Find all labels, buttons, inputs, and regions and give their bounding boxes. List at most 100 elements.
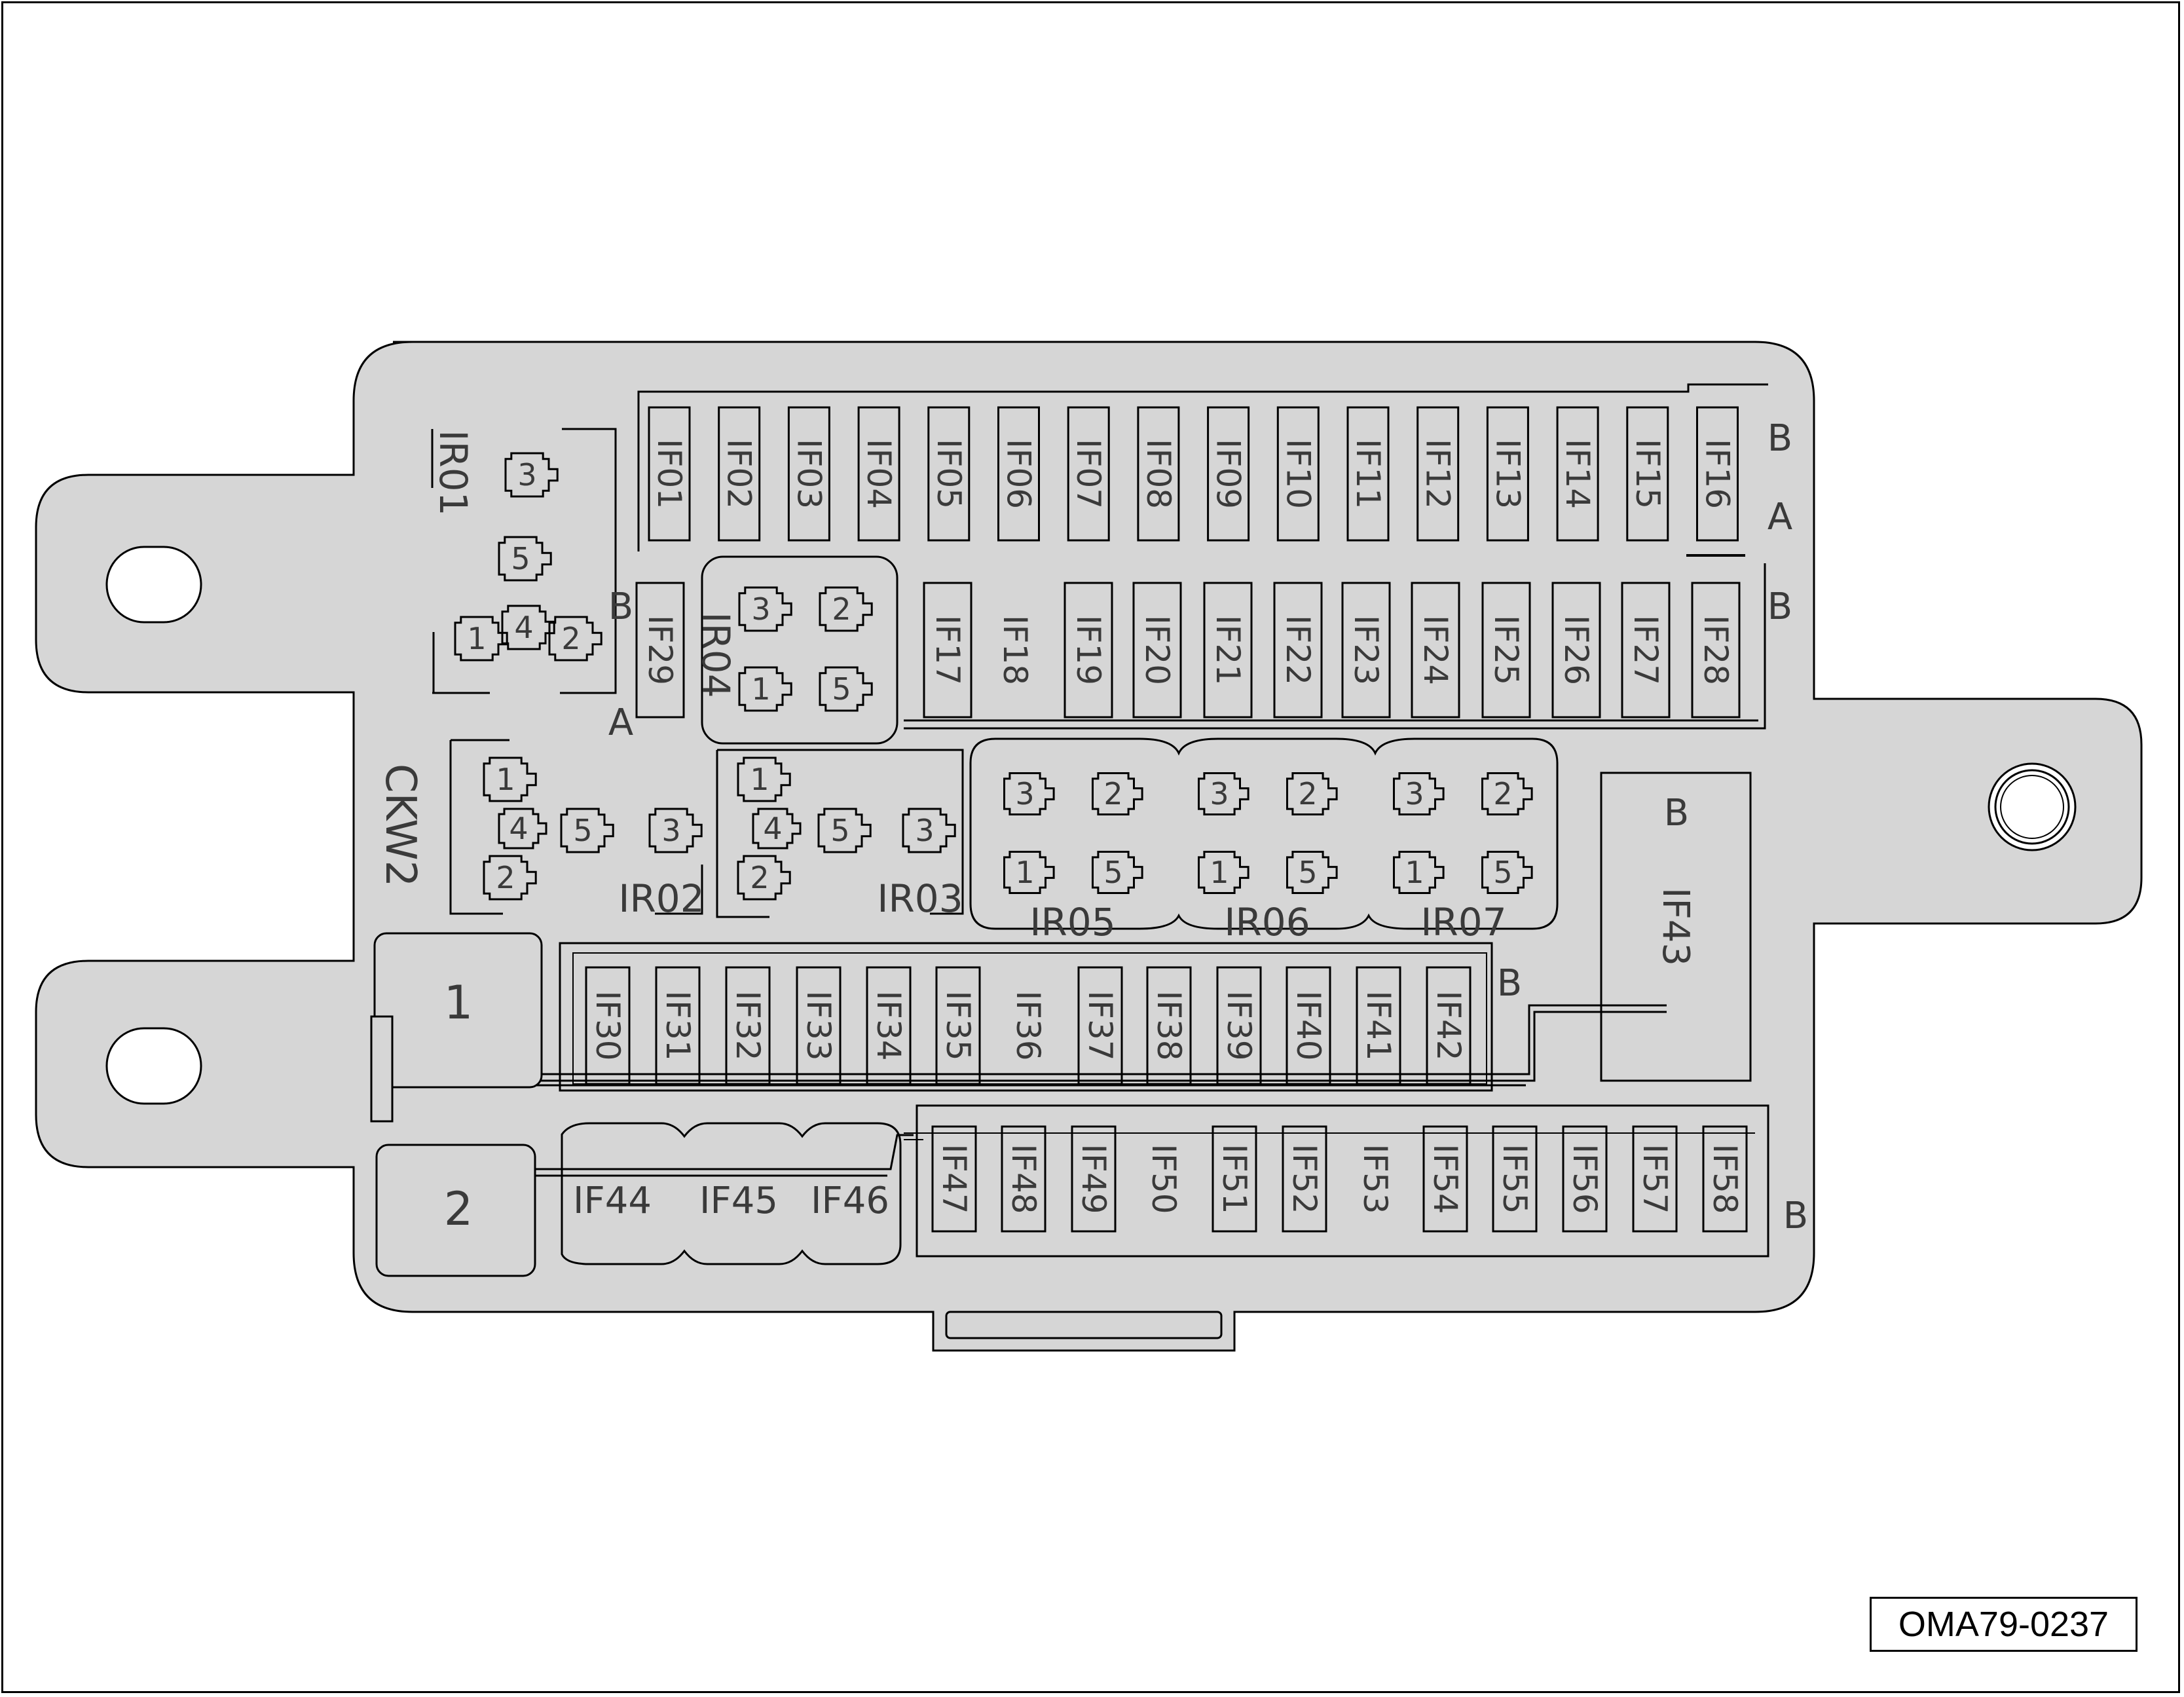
relay-pin-outline bbox=[738, 586, 792, 632]
relay-pin-label: 4 bbox=[763, 811, 782, 846]
fuse-if09: IF09 bbox=[1207, 406, 1250, 542]
fuse-outline bbox=[1411, 582, 1460, 718]
relay-pin-outline bbox=[1481, 772, 1533, 815]
relay-pin-outline bbox=[1092, 772, 1143, 815]
relay-pin-1: 1 bbox=[1198, 851, 1249, 894]
relay-pin-3: 3 bbox=[504, 452, 559, 498]
relay-pin-outline bbox=[1393, 772, 1445, 815]
fuse-if21: IF21 bbox=[1203, 582, 1253, 718]
relay-pin-label: 4 bbox=[514, 610, 533, 645]
fuse-label: IF58 bbox=[1706, 1144, 1744, 1214]
relay-pin-label: 1 bbox=[751, 671, 770, 707]
fuse-label: IF13 bbox=[1489, 439, 1527, 509]
connector-1-label: 1 bbox=[444, 976, 473, 1030]
relay-pin-outline bbox=[817, 808, 872, 853]
relay-pin-outline bbox=[504, 452, 559, 498]
fuse-if04: IF04 bbox=[857, 406, 900, 542]
fuse-outline bbox=[1426, 966, 1471, 1085]
fuse-label: IF31 bbox=[659, 990, 697, 1060]
fuse-if30: IF30 bbox=[585, 966, 631, 1085]
row1-mark-b: B bbox=[1768, 417, 1792, 460]
fuse-outline bbox=[648, 406, 691, 542]
fuse-if27: IF27 bbox=[1621, 582, 1671, 718]
fuse-label: IF27 bbox=[1627, 615, 1665, 685]
fuse-outline bbox=[1341, 582, 1391, 718]
fuse-outline bbox=[1626, 406, 1669, 542]
relay-pin-label: 3 bbox=[1405, 776, 1424, 811]
fuse-if28: IF28 bbox=[1691, 582, 1741, 718]
connector-2-label: 2 bbox=[444, 1182, 473, 1236]
relay-pin-3: 3 bbox=[648, 808, 703, 853]
row3-frame bbox=[559, 942, 1493, 1092]
fuse-outline bbox=[787, 406, 830, 542]
fuse-outline bbox=[1207, 406, 1250, 542]
relay-pin-label: 3 bbox=[661, 813, 680, 848]
fuse-if57: IF57 bbox=[1632, 1125, 1678, 1233]
fuse-label: IF04 bbox=[860, 439, 898, 509]
row2-frame bbox=[904, 563, 1766, 730]
relay-pin-5: 5 bbox=[819, 666, 873, 712]
mounting-hole-right-core bbox=[2000, 775, 2064, 839]
row1-mark-a: A bbox=[1768, 496, 1792, 538]
relay-pin-outline bbox=[738, 666, 792, 712]
fuse-outline bbox=[635, 582, 685, 718]
fuse-if49: IF49 bbox=[1071, 1125, 1117, 1233]
connector-1-latch bbox=[370, 1015, 394, 1123]
fuse-outline bbox=[1064, 582, 1113, 718]
fuse-label: IF38 bbox=[1150, 990, 1188, 1060]
relay-pin-3: 3 bbox=[738, 586, 792, 632]
relay-pin-label: 1 bbox=[1015, 855, 1034, 890]
relay-pin-label: 1 bbox=[467, 621, 486, 656]
if43-housing bbox=[1600, 772, 1752, 1082]
fuse-outline bbox=[1132, 582, 1182, 718]
relay-pin-4: 4 bbox=[498, 808, 547, 849]
row3-rail bbox=[396, 1004, 1667, 1087]
fuse-label: IF19 bbox=[1069, 615, 1107, 685]
ir05-label: IR05 bbox=[1029, 900, 1115, 944]
fuse-label: IF34 bbox=[870, 990, 908, 1060]
fuse-outline bbox=[1556, 406, 1599, 542]
relay-pin-outline bbox=[1393, 851, 1445, 894]
fuse-if18: IF18 bbox=[996, 615, 1034, 685]
ir06-label: IR06 bbox=[1224, 900, 1310, 944]
relay-pin-outline bbox=[737, 855, 791, 901]
mounting-hole-lower bbox=[105, 1027, 202, 1105]
relay-pin-label: 5 bbox=[1103, 855, 1122, 890]
fuse-label: IF26 bbox=[1557, 615, 1595, 685]
fuse-if42: IF42 bbox=[1426, 966, 1471, 1085]
fuse-if40: IF40 bbox=[1286, 966, 1331, 1085]
fuse-label: IF35 bbox=[939, 990, 977, 1060]
relay-pin-1: 1 bbox=[738, 666, 792, 712]
fuse-outline bbox=[927, 406, 971, 542]
fuse-if22: IF22 bbox=[1273, 582, 1323, 718]
relay-pin-label: 2 bbox=[1298, 776, 1317, 811]
relay-pin-3: 3 bbox=[1198, 772, 1249, 815]
relay-pin-outline bbox=[902, 808, 956, 853]
fuse-label: IF36 bbox=[1009, 990, 1047, 1060]
if43-mark-b: B bbox=[1664, 792, 1689, 834]
relay-pin-label: 1 bbox=[1210, 855, 1229, 890]
row4-rail bbox=[488, 1134, 914, 1177]
fuse-if37: IF37 bbox=[1077, 966, 1123, 1085]
fuse-outline bbox=[997, 406, 1040, 542]
relay-pin-outline bbox=[1003, 851, 1055, 894]
relay-pin-outline bbox=[1092, 851, 1143, 894]
if44-label: IF44 bbox=[573, 1180, 652, 1222]
fuse-label: IF57 bbox=[1636, 1144, 1674, 1214]
fuse-outline bbox=[1077, 966, 1123, 1085]
relay-pin-2: 2 bbox=[737, 855, 791, 901]
ir03-frame bbox=[716, 749, 964, 918]
fuse-outline bbox=[1356, 966, 1401, 1085]
relay-pin-1: 1 bbox=[1003, 851, 1055, 894]
relay-pin-3: 3 bbox=[902, 808, 956, 853]
fuse-if41: IF41 bbox=[1356, 966, 1401, 1085]
ir01-frame bbox=[431, 428, 617, 694]
fuse-label: IF28 bbox=[1697, 615, 1735, 685]
relay-pin-outline bbox=[548, 616, 602, 662]
fuse-if13: IF13 bbox=[1486, 406, 1529, 542]
fuse-label: IF47 bbox=[935, 1144, 973, 1214]
fuse-label: IF56 bbox=[1566, 1144, 1604, 1214]
fuse-outline bbox=[1146, 966, 1192, 1085]
fuse-if50: IF50 bbox=[1145, 1144, 1183, 1214]
